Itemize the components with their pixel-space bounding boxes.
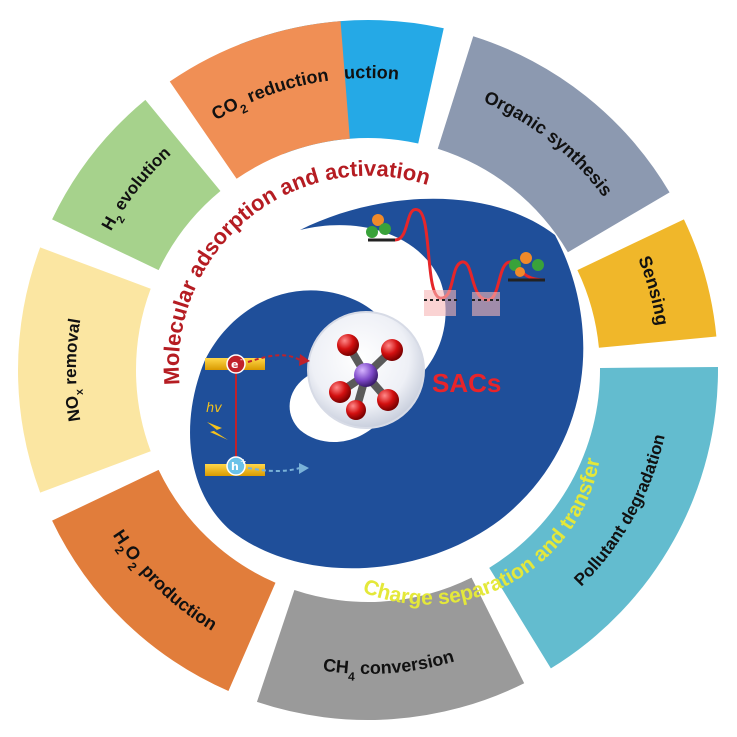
segment-nox-label: NOx removal [61,317,86,423]
electron-symbol: e [231,358,238,371]
electron-icon [226,354,246,374]
band-diagram: e - h + hv [205,354,310,476]
energy-profile [366,208,546,316]
photon-label: hv [206,401,222,416]
segment-pollutant-wedge [489,366,718,669]
segment-sensing: Sensing [577,219,717,348]
segment-h2-wedge [52,99,221,271]
hole-symbol: h [231,460,239,473]
segment-ch4: CH4 conversion [256,577,525,720]
segment-organic: Organic synthesis [437,36,670,253]
sacs-label: SACs [432,368,501,398]
segment-nox: NOx removal [18,247,151,493]
segment-organic-wedge [437,36,670,253]
segment-h2: H2 evolution [52,99,221,271]
sac-molecule [307,311,425,429]
segment-co2-wedge [169,21,350,179]
electron-charge: - [240,355,243,364]
segment-sensing-wedge [577,219,717,348]
hole-icon [226,456,246,476]
segment-pollutant: Pollutant degradation [489,366,718,669]
hole-charge: + [240,457,247,466]
segment-nox-wedge [18,247,151,493]
application-ring: N2 reductionOrganic synthesisSensingPoll… [18,20,718,720]
segment-co2: CO2 reduction [169,21,350,179]
segment-h2o2-wedge [52,469,276,691]
segment-ch4-wedge [256,577,525,720]
